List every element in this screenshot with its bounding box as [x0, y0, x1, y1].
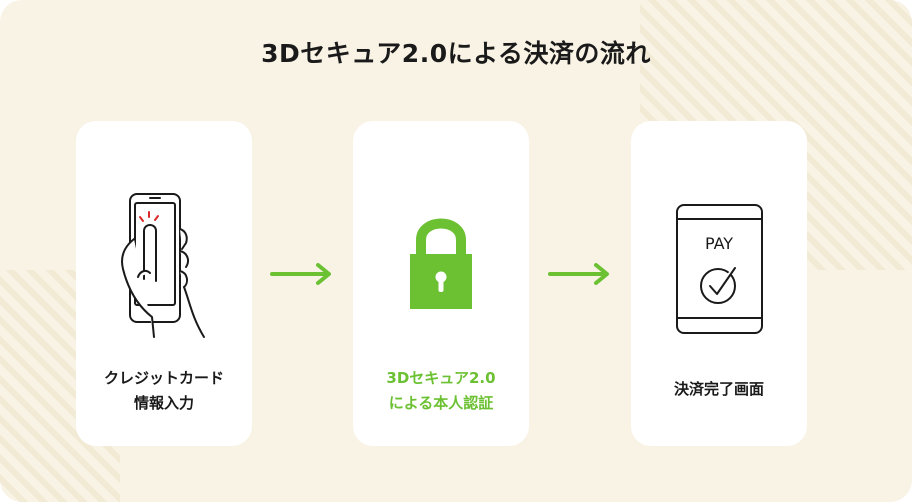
step-label-line: による本人認証 — [388, 394, 494, 412]
step-label-line: 情報入力 — [133, 394, 194, 412]
hand-holding-phone-icon — [121, 193, 205, 338]
step-card-authentication: 3Dセキュア2.0 による本人認証 — [353, 121, 529, 446]
pay-text: PAY — [705, 234, 733, 253]
padlock-icon — [410, 218, 472, 309]
arrow-right-icon — [548, 263, 609, 285]
arrow-right-icon — [270, 263, 331, 285]
step-label-line: 決済完了画面 — [673, 380, 764, 398]
step-card-card-input: クレジットカード 情報入力 — [76, 121, 252, 446]
tablet-pay-check-icon: PAY — [676, 204, 763, 334]
step-label-line: クレジットカード — [103, 369, 224, 387]
step-card-payment-complete: PAY 決済完了画面 — [631, 121, 807, 446]
step-label: クレジットカード 情報入力 — [76, 366, 252, 416]
tap-marks — [139, 211, 159, 222]
step-label: 決済完了画面 — [631, 377, 807, 402]
diagram-title: 3Dセキュア2.0による決済の流れ — [261, 39, 651, 68]
step-label-line: 3Dセキュア2.0 — [386, 369, 496, 387]
step-label: 3Dセキュア2.0 による本人認証 — [353, 366, 529, 416]
